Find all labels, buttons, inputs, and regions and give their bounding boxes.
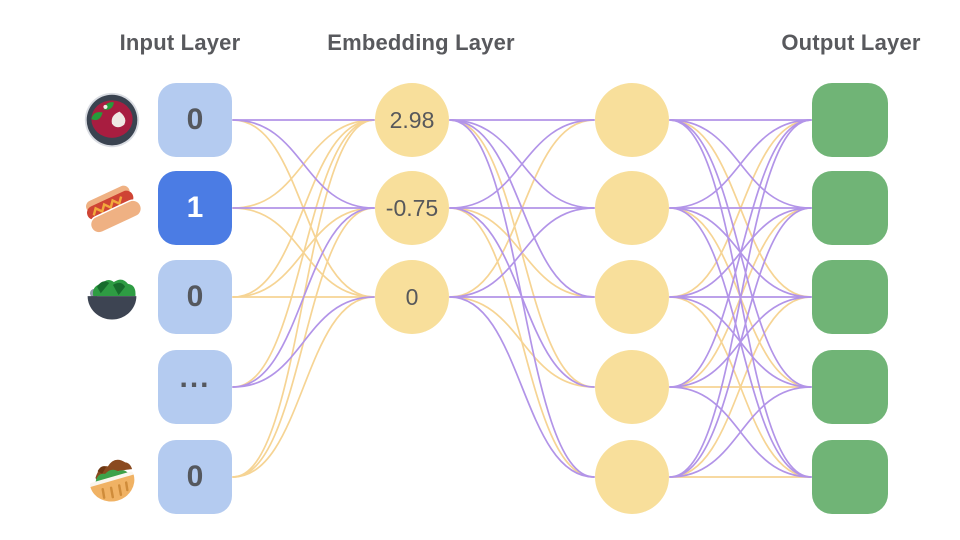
output-node-3 [812,260,888,334]
output-node-4 [812,350,888,424]
output-node-1 [812,83,888,157]
hidden-node-1 [595,83,669,157]
input-node-value: 0 [186,103,204,136]
input-node-ellipsis: ... [158,350,232,424]
input-node-value: 1 [186,191,204,224]
hidden-node-5 [595,440,669,514]
embedding-node-3: 0 [375,260,449,334]
input-node-value: 0 [186,460,204,493]
input-node-soup: 0 [158,83,232,157]
embedding-value: -0.75 [385,194,439,221]
borscht-soup-icon [84,92,140,148]
input-node-flatbread: 0 [158,440,232,514]
green-salad-icon [87,279,137,320]
hidden-node-2 [595,171,669,245]
input-layer-title: Input Layer [119,30,241,55]
output-node-2 [812,171,888,245]
output-layer-title: Output Layer [781,30,921,55]
output-node-5 [812,440,888,514]
embedding-node-1: 2.98 [375,83,449,157]
input-node-value: ... [179,361,211,394]
hot-dog-icon [86,185,142,234]
embedding-value: 2.98 [389,106,435,133]
hidden-node-3 [595,260,669,334]
input-node-value: 0 [186,280,204,313]
input-node-salad: 0 [158,260,232,334]
stuffed-flatbread-icon [89,459,135,502]
input-node-hotdog-active: 1 [158,171,232,245]
hidden-node-4 [595,350,669,424]
embedding-layer-title: Embedding Layer [327,30,515,55]
embedding-node-2: -0.75 [375,171,449,245]
embedding-value: 0 [405,283,419,310]
